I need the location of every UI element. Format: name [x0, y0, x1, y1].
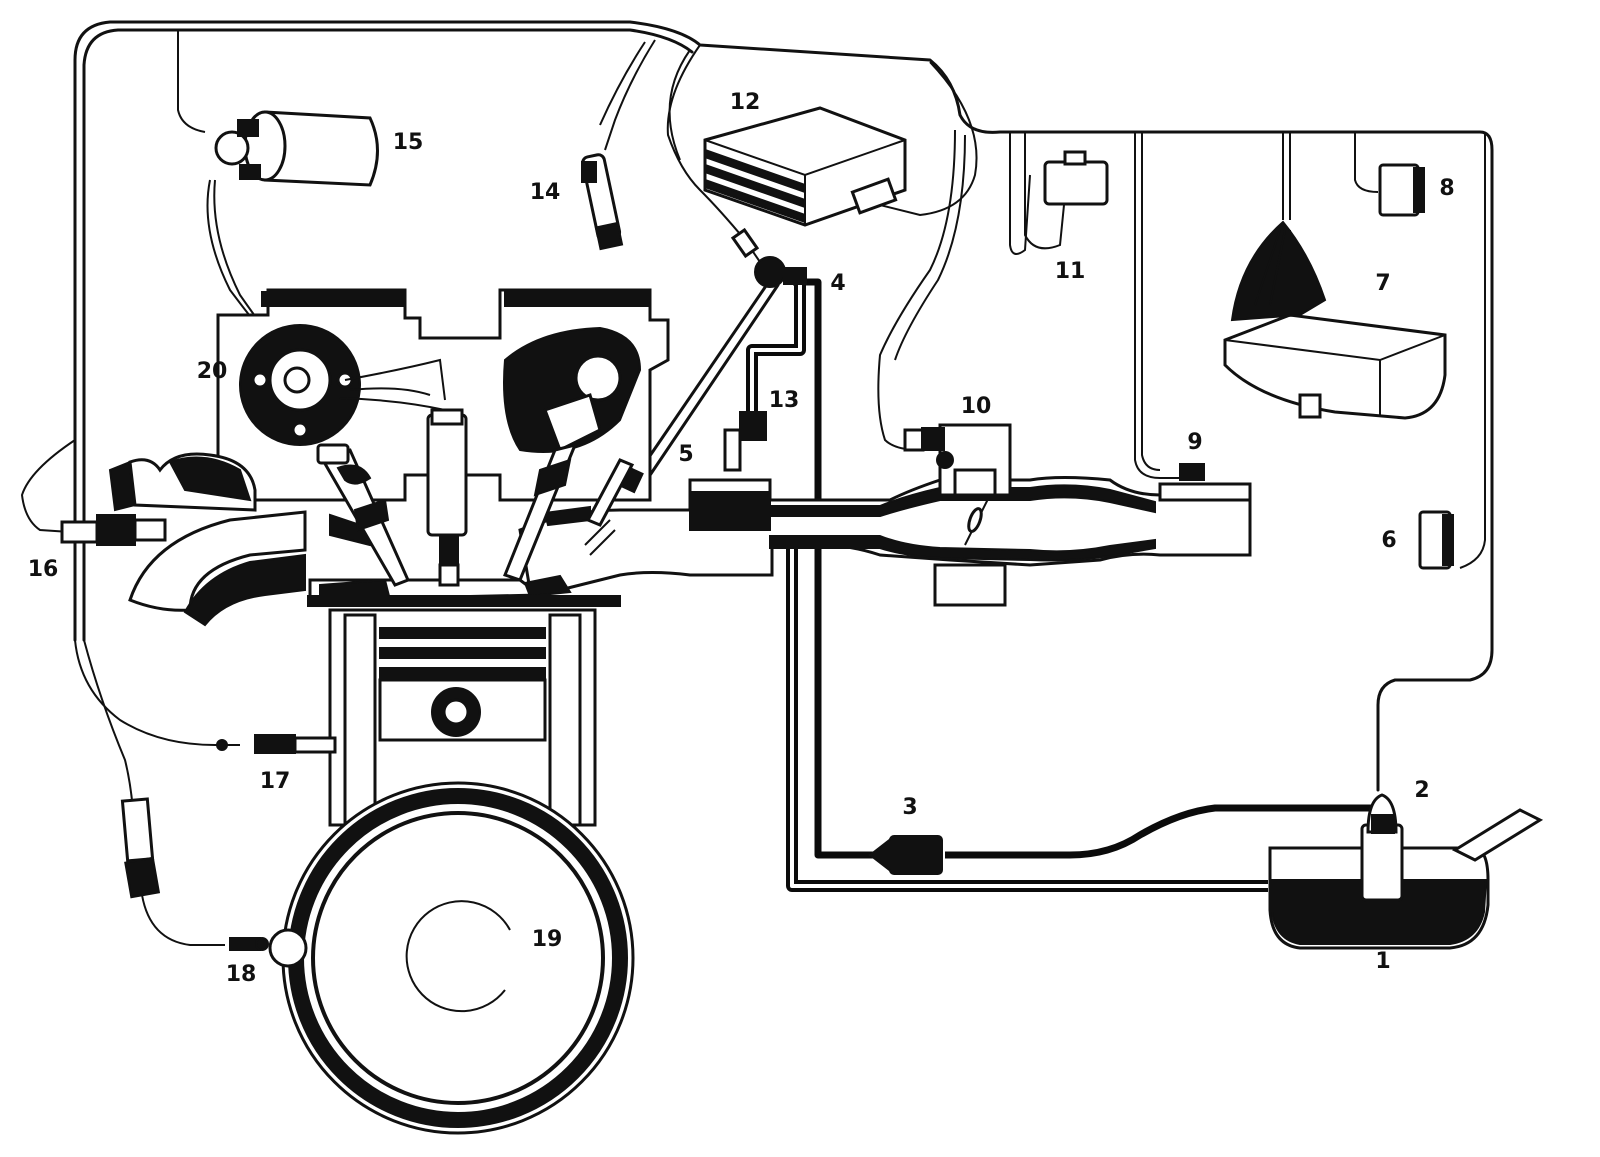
relay-11: [1043, 150, 1109, 206]
callout-8: 8: [1439, 176, 1454, 201]
air-temperature-sensor: [903, 427, 954, 469]
callout-14: 14: [530, 180, 561, 205]
exhaust-manifold: [108, 452, 307, 627]
intake-valve: [316, 443, 411, 587]
relay-6: [1418, 510, 1454, 570]
pressure-regulator: [723, 411, 767, 472]
callout-1: 1: [1375, 949, 1390, 974]
spark-plug: [426, 408, 468, 587]
callout-6: 6: [1381, 528, 1396, 553]
connector-14: [581, 153, 624, 251]
ecu-12: [703, 106, 907, 227]
fuel-distributor: [730, 227, 807, 288]
ignition-coil-15: [214, 110, 379, 187]
flywheel-19: [281, 781, 635, 1135]
callout-18: 18: [226, 962, 257, 987]
fuel-filter: [868, 835, 943, 875]
fuel-injector-5: [503, 393, 644, 582]
callout-15: 15: [393, 130, 424, 155]
callout-13: 13: [769, 388, 800, 413]
callout-10: 10: [961, 394, 992, 419]
sensor-8: [1378, 163, 1425, 217]
temperature-sensor-16: [60, 514, 167, 546]
callout-3: 3: [902, 795, 917, 820]
control-unit-7: [1223, 220, 1447, 420]
fuel-pump: [1366, 793, 1398, 834]
callout-4: 4: [830, 271, 845, 296]
fuel-tank: [1268, 808, 1544, 950]
temperature-sensor-17: [216, 734, 337, 754]
harness-connector: [120, 797, 161, 899]
throttle-switch: [1158, 463, 1252, 502]
fuel-lines: [628, 278, 1378, 892]
crank-sensor-18: [229, 928, 308, 968]
callout-11: 11: [1055, 259, 1086, 284]
callout-7: 7: [1375, 271, 1390, 296]
callout-17: 17: [260, 769, 291, 794]
callout-19: 19: [532, 927, 563, 952]
callout-labels: 1 2 3 4 5 6 7 8 9 10 11 12 13 14 15 16 1…: [28, 90, 1455, 987]
callout-2: 2: [1414, 778, 1429, 803]
callout-9: 9: [1187, 430, 1202, 455]
callout-12: 12: [730, 90, 761, 115]
callout-5: 5: [678, 442, 693, 467]
callout-20: 20: [197, 359, 228, 384]
callout-16: 16: [28, 557, 59, 582]
distributor-20: [239, 324, 446, 446]
